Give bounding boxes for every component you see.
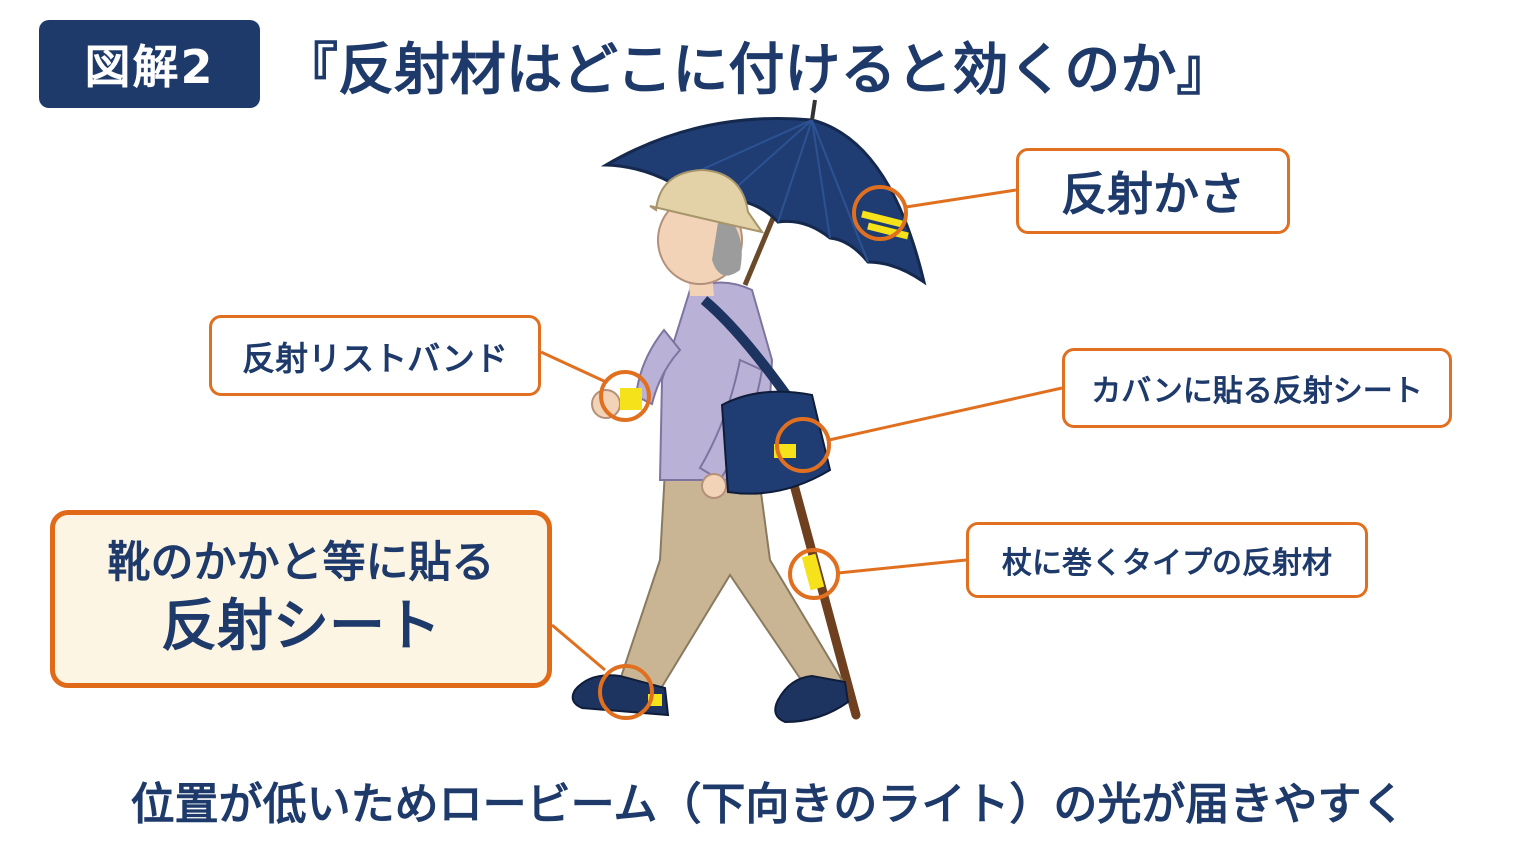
right-shoe: [774, 674, 850, 724]
left-shoe: [571, 674, 670, 717]
shoes: [571, 674, 850, 724]
shoe-callout: 靴のかかと等に貼る 反射シート: [50, 510, 552, 688]
highlight-circles: [598, 185, 908, 720]
bag-leader-line: [828, 386, 1063, 442]
shoe-callout-line2: 反射シート: [161, 594, 441, 660]
cane-highlight: [788, 548, 840, 600]
walking-cane: [785, 465, 861, 720]
umbrella-leader-line: [905, 188, 1017, 209]
right-hand: [591, 389, 621, 419]
shoe-leader-line: [551, 623, 606, 672]
wristband-reflector: [620, 388, 642, 410]
umbrella-reflector: [861, 210, 909, 240]
bag-callout: カバンに貼る反射シート: [1062, 348, 1452, 428]
wristband-highlight: [599, 370, 651, 422]
leader-lines: [540, 188, 1063, 672]
figure-badge: 図解2: [39, 20, 260, 108]
footer-note: 位置が低いためロービーム（下向きのライト）の光が届きやすく: [130, 779, 1406, 830]
cane-leader-line: [837, 558, 967, 575]
figure-badge-label: 図解2: [84, 40, 215, 94]
left-hand: [701, 473, 727, 499]
hat: [649, 168, 765, 234]
umbrella: [600, 99, 927, 286]
page-title: 『反射材はどこに付けると効くのか』: [282, 37, 1233, 103]
umbrella-callout: 反射かさ: [1016, 148, 1290, 234]
trousers: [618, 469, 844, 692]
wristband-leader-line: [540, 350, 607, 384]
cane-reflector: [801, 553, 825, 591]
head: [649, 168, 765, 296]
bag-highlight: [775, 417, 831, 473]
shoe-callout-line1: 靴のかかと等に貼る: [107, 537, 495, 588]
cane-callout: 杖に巻くタイプの反射材: [966, 522, 1368, 598]
wristband-callout: 反射リストバンド: [209, 315, 541, 396]
umbrella-highlight: [852, 185, 908, 241]
shoe-highlight: [598, 664, 654, 720]
